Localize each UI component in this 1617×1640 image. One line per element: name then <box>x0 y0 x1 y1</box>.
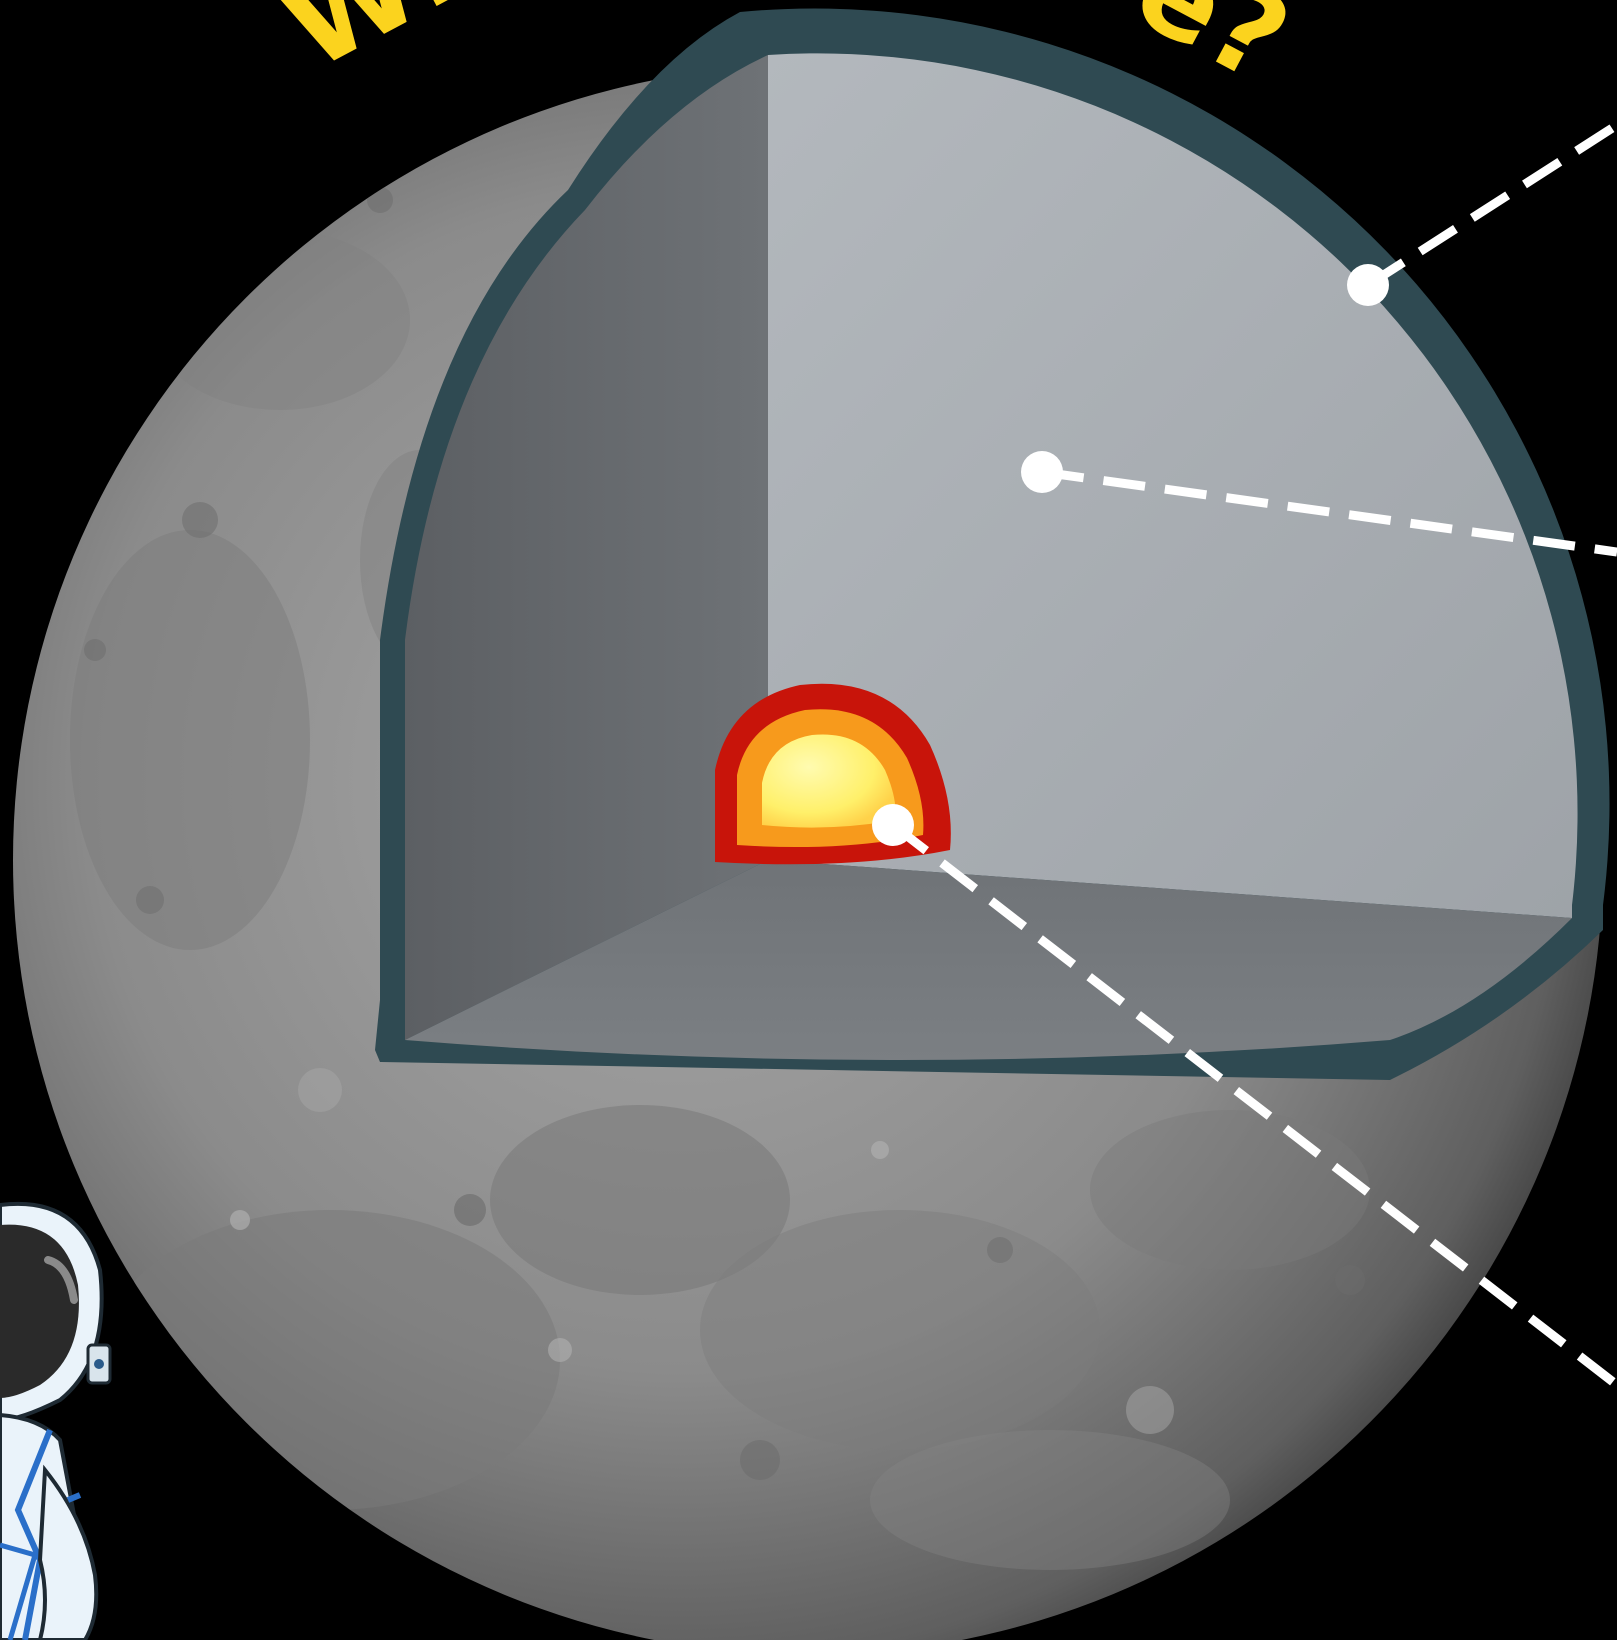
core-leader-dot <box>872 804 914 846</box>
crust-leader-dot <box>1347 264 1389 306</box>
mantle-leader-dot <box>1021 451 1063 493</box>
